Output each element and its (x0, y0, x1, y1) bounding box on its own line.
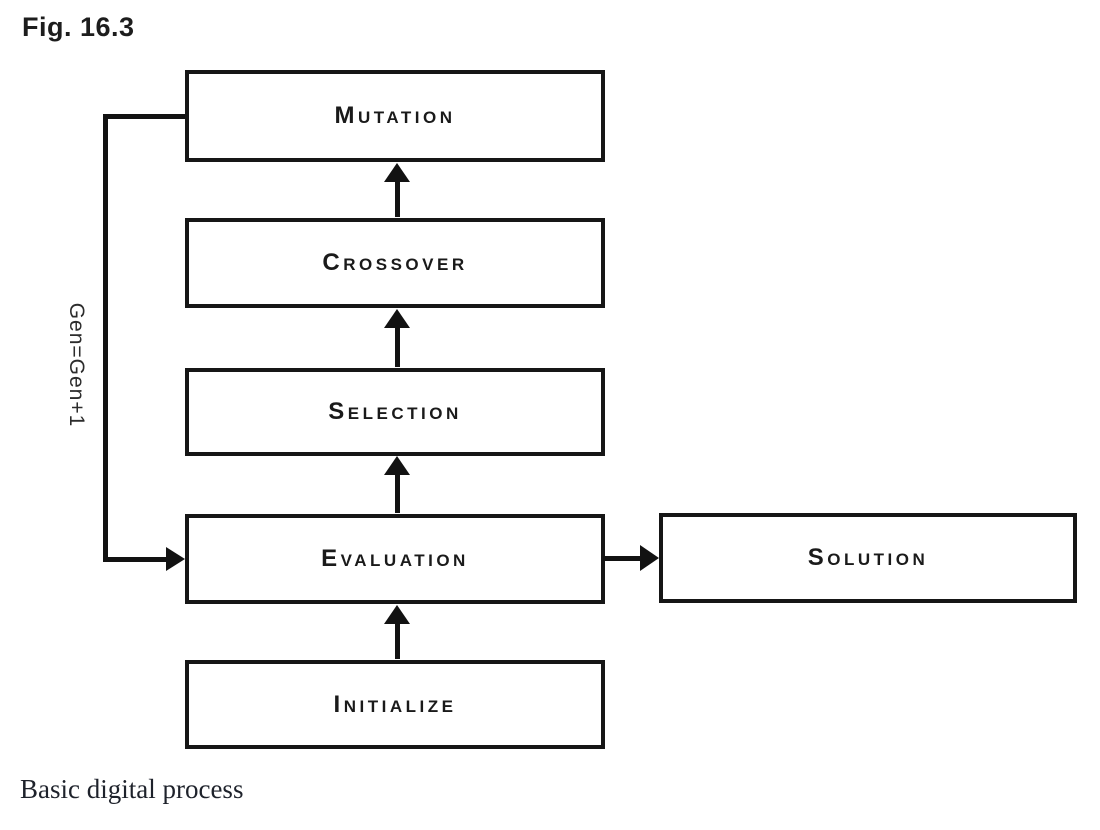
figure-caption: Basic digital process (20, 774, 244, 804)
arrow-initialize-to-evaluation-icon (384, 605, 410, 659)
arrow-evaluation-to-solution-icon (603, 545, 659, 571)
figure-title: Fig. 16.3 (22, 12, 135, 42)
arrow-stem (394, 328, 400, 367)
feedback-loop-label: Gen=Gen+1 (65, 302, 88, 428)
arrow-selection-to-crossover-icon (384, 309, 410, 367)
node-solution: Solution (659, 513, 1077, 603)
arrow-stem (394, 624, 400, 659)
feedback-loop-vertical-segment (103, 114, 108, 562)
arrowhead-up-icon (384, 163, 410, 182)
feedback-loop-bottom-segment (103, 557, 169, 562)
node-mutation: Mutation (185, 70, 605, 162)
arrowhead-up-icon (384, 456, 410, 475)
node-initialize: Initialize (185, 660, 605, 749)
arrowhead-up-icon (384, 309, 410, 328)
arrow-stem (603, 555, 640, 561)
node-evaluation: Evaluation (185, 514, 605, 604)
arrow-evaluation-to-selection-icon (384, 456, 410, 513)
feedback-loop-arrowhead-icon (166, 547, 185, 571)
arrowhead-up-icon (384, 605, 410, 624)
feedback-loop-top-segment (103, 114, 187, 119)
node-selection: Selection (185, 368, 605, 456)
node-crossover: Crossover (185, 218, 605, 308)
arrow-crossover-to-mutation-icon (384, 163, 410, 217)
arrowhead-right-icon (640, 545, 659, 571)
arrow-stem (394, 475, 400, 513)
arrow-stem (394, 182, 400, 217)
